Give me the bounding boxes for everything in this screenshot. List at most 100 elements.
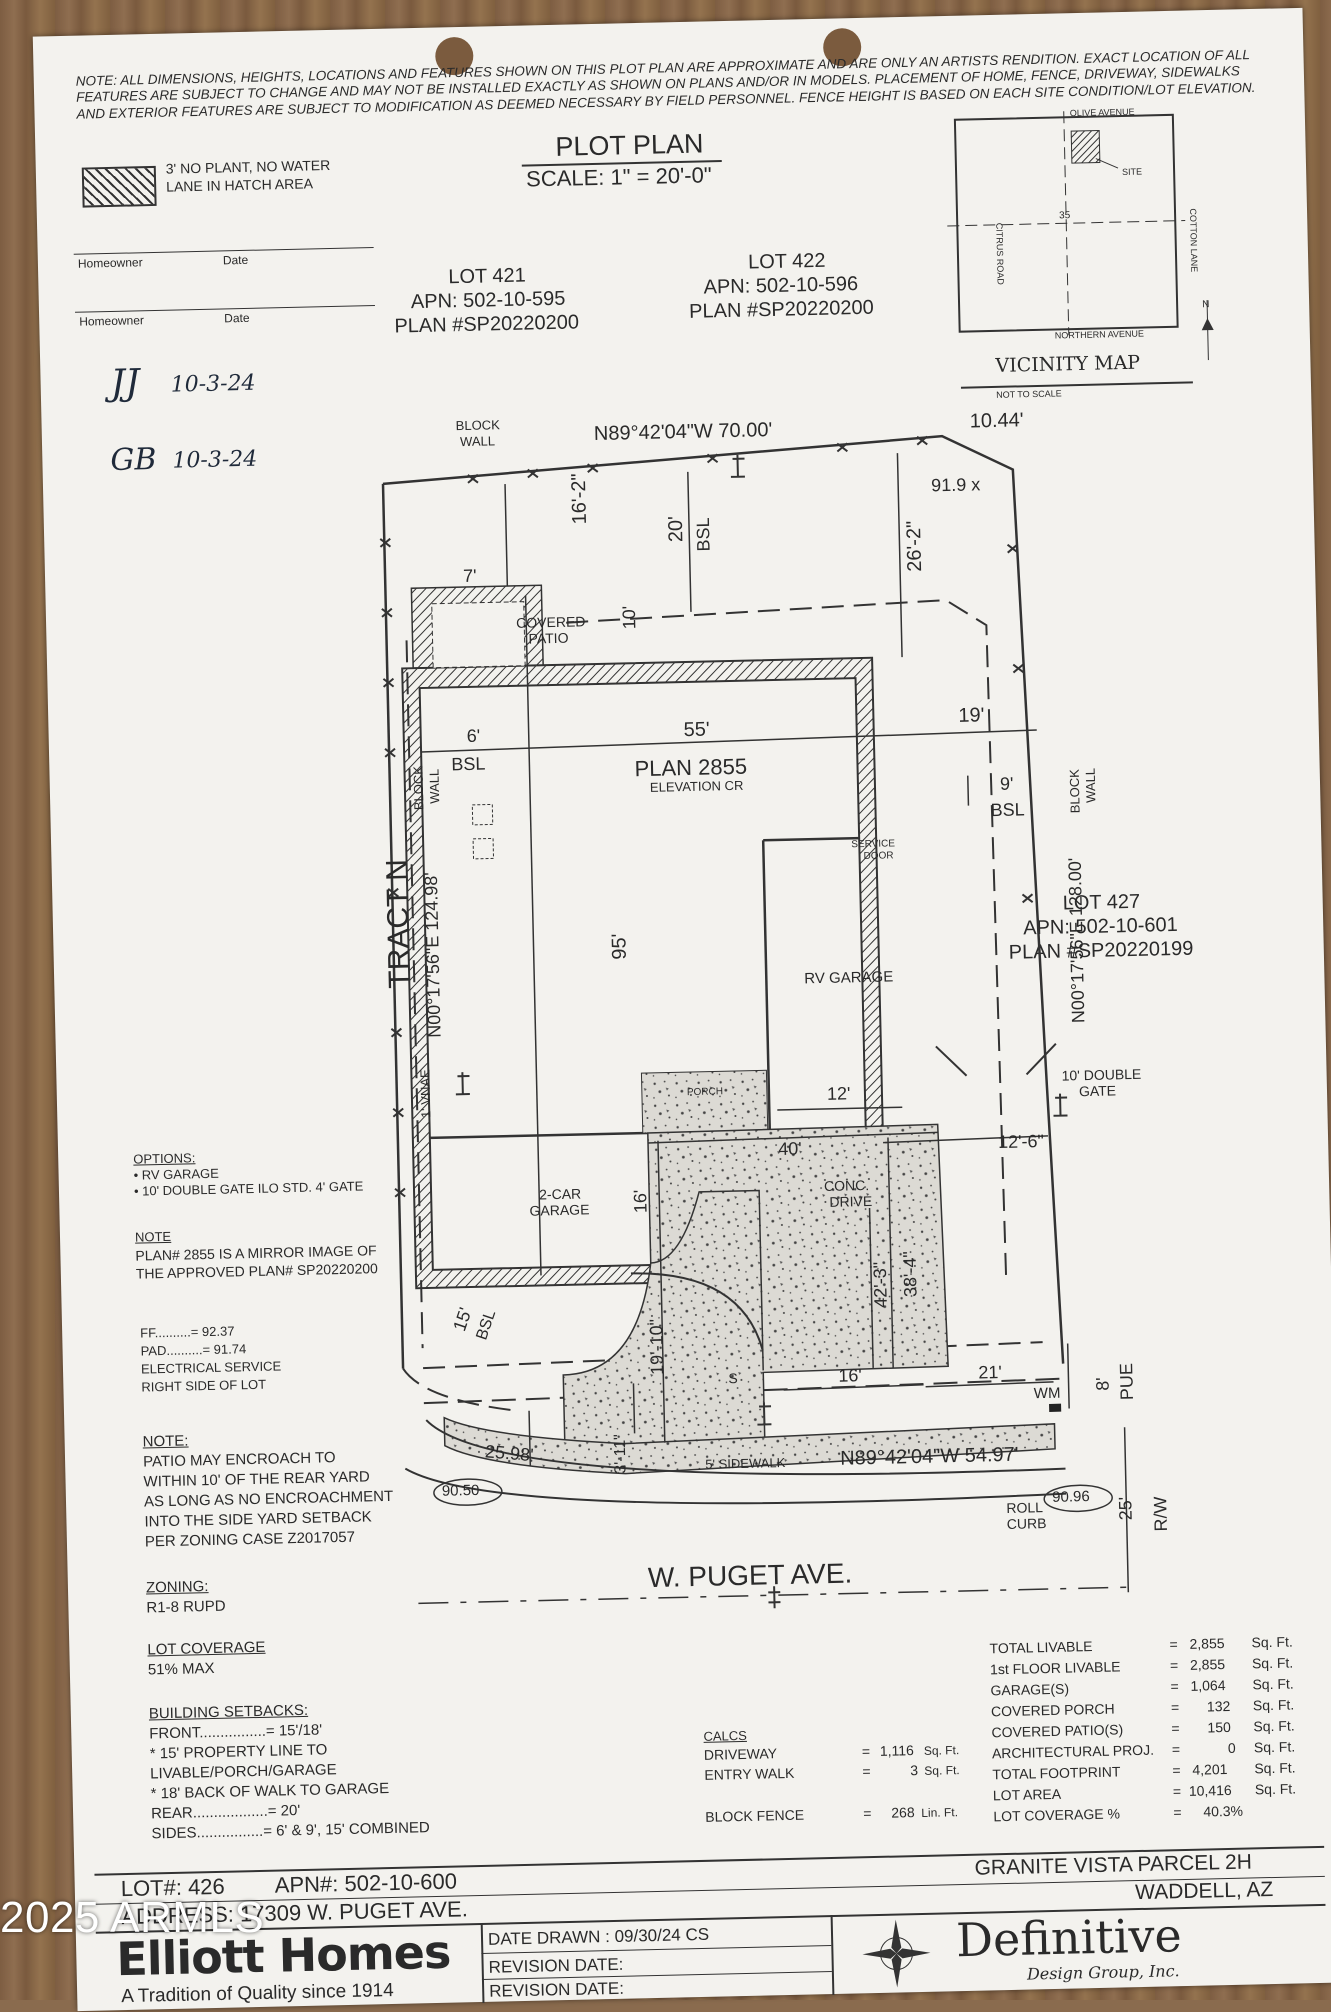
vnae-label: 1' VNAE (417, 1069, 434, 1119)
lot-coverage-heading: LOT COVERAGE (147, 1638, 266, 1659)
lot-coverage-value: 51% MAX (147, 1659, 215, 1679)
electrical-service-2: RIGHT SIDE OF LOT (141, 1376, 267, 1395)
revision-date-2: REVISION DATE: (489, 1978, 625, 2001)
area-unit: Sq. Ft. (1254, 1759, 1296, 1777)
curb-elevation-right: 90.96 (1051, 1488, 1090, 1506)
area-equals: = (1171, 1741, 1181, 1758)
concrete-drive-label-2: DRIVE (829, 1192, 873, 1210)
area-value: 0 (1227, 1739, 1236, 1756)
note2-heading: NOTE: (142, 1432, 189, 1451)
area-label: TOTAL FOOTPRINT (992, 1763, 1121, 1783)
bsl-label-side-left: BSL (451, 753, 486, 775)
calc-value: 268 (891, 1804, 915, 1821)
area-label: COVERED PORCH (990, 1700, 1115, 1720)
calc-unit: Sq. Ft. (924, 1763, 960, 1778)
dim-3-11: 3'-11" (611, 1433, 630, 1474)
bsl-label-rear: BSL (692, 517, 714, 552)
dim-55: 55' (683, 718, 710, 742)
area-equals: = (1171, 1720, 1180, 1737)
finish-floor-elevation: FF..........= 92.37 (140, 1323, 235, 1341)
roll-curb-label-1: ROLL (1006, 1499, 1044, 1516)
porch-label: PORCH (686, 1086, 724, 1099)
front-lot-line-bearing: N89°42'04"W 54.97' (839, 1443, 1019, 1470)
double-gate-label-2: GATE (1078, 1082, 1117, 1100)
dim-25-98: 25.98' (484, 1441, 535, 1466)
zoning-value: R1-8 RUPD (146, 1597, 226, 1617)
rv-garage-label: RV GARAGE (804, 968, 894, 988)
dim-6-side: 6' (466, 725, 481, 746)
calc-equals: = (863, 1805, 872, 1822)
compass-rose-icon (862, 1919, 931, 1988)
area-unit: Sq. Ft. (1251, 1633, 1293, 1651)
dim-19: 19' (958, 704, 985, 727)
option-item: • RV GARAGE (133, 1165, 219, 1183)
dim-12: 12' (826, 1083, 851, 1104)
dim-95: 95' (608, 933, 631, 960)
service-door-label-2: DOOR (863, 850, 894, 863)
dim-20-rear-setback: 20' (664, 515, 688, 543)
curb-elevation-left: 90.50 (441, 1481, 480, 1500)
plot-plan-sheet: NOTE: ALL DIMENSIONS, HEIGHTS, LOCATIONS… (32, 7, 1331, 2012)
dim-40: 40' (777, 1138, 802, 1160)
calcs-heading: CALCS (703, 1727, 748, 1744)
pue-label: PUE (1116, 1362, 1137, 1401)
calc-equals: = (861, 1743, 871, 1760)
calc-label: BLOCK FENCE (705, 1806, 805, 1825)
note1-heading: NOTE (134, 1228, 172, 1245)
area-unit: Sq. Ft. (1253, 1738, 1296, 1756)
service-door-label-1: SERVICE (851, 838, 896, 851)
area-equals: = (1169, 1636, 1178, 1653)
sewer-mark: S (728, 1370, 738, 1387)
calc-equals: = (862, 1763, 871, 1780)
street-name: W. PUGET AVE. (647, 1557, 853, 1594)
sidewalk-label: 5' SIDEWALK (705, 1454, 786, 1472)
pad-elevation: PAD..........= 91.74 (140, 1341, 247, 1359)
dim-21: 21' (978, 1362, 1003, 1383)
design-firm-logo: Definitive (955, 1908, 1183, 1968)
east-lot-line-bearing: N00°17'56"E 128.00' (1064, 857, 1089, 1024)
dim-7: 7' (462, 565, 477, 587)
area-label: COVERED PATIO(S) (991, 1721, 1124, 1741)
site-plan-drawing (379, 434, 1130, 1609)
double-gate-label-1: 10' DOUBLE (1061, 1065, 1142, 1084)
block-wall-left-2: WALL (426, 768, 443, 804)
plan-elevation: ELEVATION CR (649, 777, 744, 795)
area-value: 1,064 (1190, 1677, 1226, 1694)
area-label: LOT COVERAGE % (993, 1805, 1121, 1825)
block-wall-right-2: WALL (1082, 767, 1099, 804)
right-of-way-label: R/W (1150, 1496, 1171, 1532)
area-label: TOTAL LIVABLE (989, 1638, 1093, 1657)
dim-38-4: 38'-4" (899, 1250, 921, 1298)
dim-26-2: 26'-2" (902, 520, 927, 573)
block-wall-label-2: WALL (459, 433, 496, 450)
calc-unit: Lin. Ft. (921, 1805, 959, 1820)
plan-name: PLAN 2855 (634, 753, 748, 782)
dim-16-2: 16'-2" (567, 473, 591, 525)
garage-label-1: 2-CAR (538, 1185, 582, 1203)
area-label: GARAGE(S) (990, 1680, 1070, 1699)
block-wall-right: BLOCK (1066, 768, 1083, 814)
area-equals: = (1173, 1804, 1182, 1821)
area-label: 1st FLOOR LIVABLE (989, 1658, 1121, 1678)
area-value: 4,201 (1192, 1761, 1228, 1778)
calc-label: DRIVEWAY (703, 1745, 778, 1763)
area-equals: = (1172, 1762, 1181, 1779)
dim-16-garage: 16' (630, 1189, 651, 1214)
apn-number: APN#: 502-10-600 (274, 1868, 458, 1898)
dim-16-drive: 16' (838, 1365, 863, 1386)
area-unit: Sq. Ft. (1252, 1696, 1295, 1714)
design-firm-subtitle: Design Group, Inc. (1026, 1961, 1180, 1984)
area-label: LOT AREA (992, 1785, 1062, 1804)
roll-curb-label-2: CURB (1006, 1515, 1047, 1532)
revision-date-1: REVISION DATE: (488, 1954, 624, 1977)
electrical-service-1: ELECTRICAL SERVICE (140, 1358, 282, 1377)
concrete-drive-label-1: CONC. (823, 1176, 870, 1195)
fence-markers (379, 435, 1034, 1198)
dim-19-10: 19'-10" (646, 1318, 668, 1376)
area-value: 132 (1206, 1697, 1231, 1715)
calc-value: 3 (910, 1762, 919, 1779)
vicinity-map (947, 111, 1214, 389)
west-lot-line-bearing: N00°17'56"E 124.98' (420, 872, 445, 1039)
dim-25-rw: 25' (1115, 1496, 1136, 1521)
dim-9-side: 9' (999, 773, 1014, 794)
